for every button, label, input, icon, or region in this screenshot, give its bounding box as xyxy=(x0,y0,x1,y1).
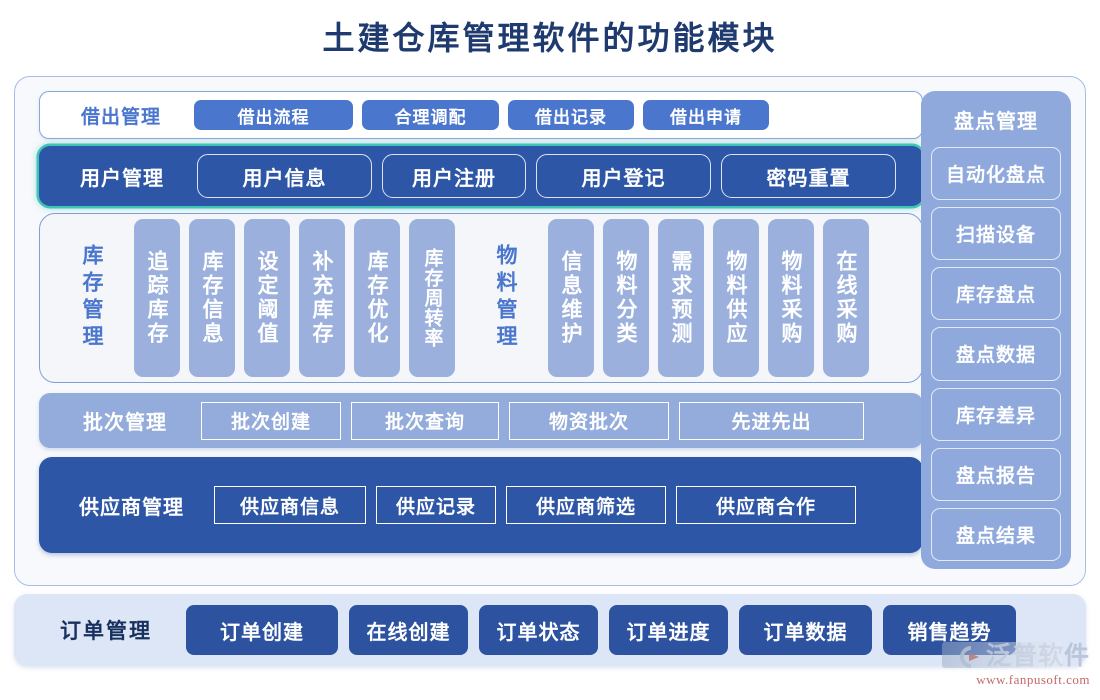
order-item-1[interactable]: 在线创建 xyxy=(349,605,468,655)
user-item-2[interactable]: 用户登记 xyxy=(536,154,711,198)
batch-item-0[interactable]: 批次创建 xyxy=(201,401,341,440)
left-column: 借出管理 借出流程 合理调配 借出记录 借出申请 用户管理 用户信息 用户注册 … xyxy=(39,91,923,553)
watermark: 泛普软件 www.fanpusoft.com xyxy=(925,642,1090,696)
user-item-3[interactable]: 密码重置 xyxy=(721,154,896,198)
sidebar-item-4[interactable]: 库存差异 xyxy=(931,387,1061,441)
material-tile-3[interactable]: 物料供应 xyxy=(713,219,759,377)
order-bar-label: 订单管理 xyxy=(60,619,152,643)
sidebar-item-1[interactable]: 扫描设备 xyxy=(931,207,1061,261)
loan-item-2[interactable]: 借出记录 xyxy=(508,100,634,130)
material-tile-5[interactable]: 在线采购 xyxy=(823,219,869,377)
inventory-tile-5[interactable]: 库存周转率 xyxy=(409,219,455,377)
inventory-tile-4-label: 库存优化 xyxy=(365,250,389,346)
sidebar-item-2[interactable]: 库存盘点 xyxy=(931,267,1061,321)
sidebar-item-5[interactable]: 盘点报告 xyxy=(931,447,1061,501)
inventory-tile-1-label: 库存信息 xyxy=(200,250,224,346)
sidebar-item-3[interactable]: 盘点数据 xyxy=(931,327,1061,381)
inventory-tile-4[interactable]: 库存优化 xyxy=(354,219,400,377)
inventory-tile-0[interactable]: 追踪库存 xyxy=(134,219,180,377)
row-user-management: 用户管理 用户信息 用户注册 用户登记 密码重置 xyxy=(39,146,923,206)
inventory-tile-2-label: 设定阈值 xyxy=(255,250,279,346)
material-tile-2[interactable]: 需求预测 xyxy=(658,219,704,377)
batch-item-3[interactable]: 先进先出 xyxy=(679,401,864,440)
row-batch-label: 批次管理 xyxy=(83,412,167,434)
order-item-4[interactable]: 订单数据 xyxy=(739,605,872,655)
material-tile-2-label: 需求预测 xyxy=(669,250,693,346)
row-inventory-material: 库存管理 追踪库存 库存信息 设定阈值 补充库存 库存优化 库存周转率 物料管理… xyxy=(39,213,923,383)
material-tile-3-label: 物料供应 xyxy=(724,250,748,346)
loan-item-3[interactable]: 借出申请 xyxy=(643,100,769,130)
order-item-0[interactable]: 订单创建 xyxy=(186,605,338,655)
row-batch-management: 批次管理 批次创建 批次查询 物资批次 先进先出 xyxy=(39,393,923,448)
sidebar-item-0[interactable]: 自动化盘点 xyxy=(931,147,1061,201)
inventory-tile-2[interactable]: 设定阈值 xyxy=(244,219,290,377)
row-user-label: 用户管理 xyxy=(80,167,164,190)
batch-item-1[interactable]: 批次查询 xyxy=(351,401,499,440)
inventory-tile-5-label: 库存周转率 xyxy=(421,248,443,348)
material-tile-5-label: 在线采购 xyxy=(834,250,858,346)
order-item-2[interactable]: 订单状态 xyxy=(479,605,598,655)
row-supplier-label: 供应商管理 xyxy=(79,496,184,519)
inventory-label: 库存管理 xyxy=(80,244,104,352)
row-supplier-management: 供应商管理 供应商信息 供应记录 供应商筛选 供应商合作 xyxy=(39,457,923,553)
row-loan-management: 借出管理 借出流程 合理调配 借出记录 借出申请 xyxy=(39,91,923,139)
supplier-item-0[interactable]: 供应商信息 xyxy=(214,486,366,524)
batch-item-2[interactable]: 物资批次 xyxy=(509,401,669,440)
user-item-0[interactable]: 用户信息 xyxy=(197,154,372,198)
row-loan-label: 借出管理 xyxy=(80,106,161,128)
inventory-tile-3-label: 补充库存 xyxy=(310,250,334,346)
supplier-item-3[interactable]: 供应商合作 xyxy=(676,486,856,524)
sidebar-item-6[interactable]: 盘点结果 xyxy=(931,507,1061,561)
order-management-bar: 订单管理 订单创建 在线创建 订单状态 订单进度 订单数据 销售趋势 xyxy=(14,594,1086,666)
material-tile-0[interactable]: 信息维护 xyxy=(548,219,594,377)
sidebar-stocktaking: 盘点管理 自动化盘点 扫描设备 库存盘点 盘点数据 库存差异 盘点报告 盘点结果 xyxy=(921,91,1071,569)
order-item-3[interactable]: 订单进度 xyxy=(609,605,728,655)
sidebar-title: 盘点管理 xyxy=(954,111,1038,133)
loan-item-0[interactable]: 借出流程 xyxy=(194,100,353,130)
inventory-tile-1[interactable]: 库存信息 xyxy=(189,219,235,377)
main-panel: 借出管理 借出流程 合理调配 借出记录 借出申请 用户管理 用户信息 用户注册 … xyxy=(14,76,1086,586)
page-title: 土建仓库管理软件的功能模块 xyxy=(322,20,778,56)
material-tile-1[interactable]: 物料分类 xyxy=(603,219,649,377)
loan-item-1[interactable]: 合理调配 xyxy=(362,100,499,130)
material-tile-1-label: 物料分类 xyxy=(614,250,638,346)
supplier-item-1[interactable]: 供应记录 xyxy=(376,486,496,524)
watermark-url: www.fanpusoft.com xyxy=(976,672,1090,687)
material-label: 物料管理 xyxy=(494,244,518,352)
material-tile-0-label: 信息维护 xyxy=(559,250,583,346)
inventory-tile-3[interactable]: 补充库存 xyxy=(299,219,345,377)
material-tile-4-label: 物料采购 xyxy=(779,250,803,346)
user-item-1[interactable]: 用户注册 xyxy=(382,154,526,198)
watermark-smudge xyxy=(942,642,1062,668)
inventory-tile-0-label: 追踪库存 xyxy=(145,250,169,346)
supplier-item-2[interactable]: 供应商筛选 xyxy=(506,486,666,524)
material-tile-4[interactable]: 物料采购 xyxy=(768,219,814,377)
